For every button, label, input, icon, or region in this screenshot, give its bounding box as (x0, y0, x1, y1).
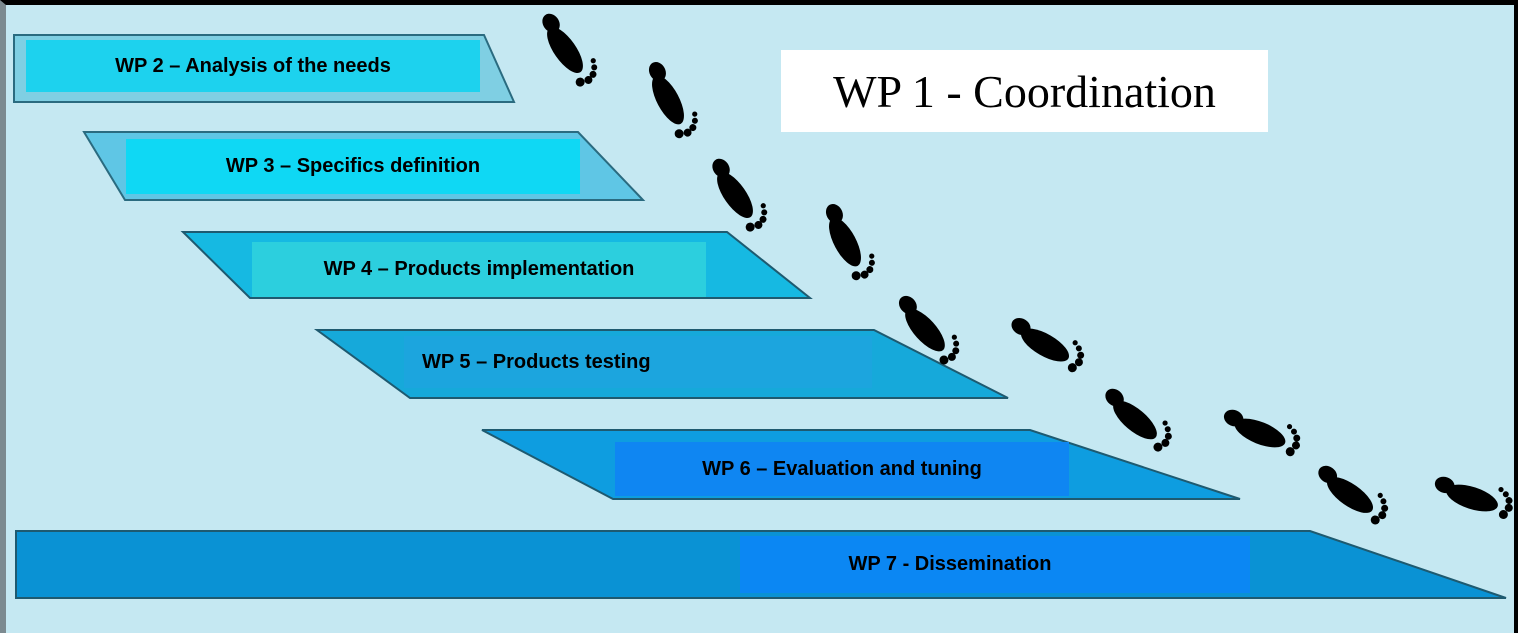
footprint-icon (1310, 456, 1396, 529)
wp4-label: WP 4 – Products implementation (323, 258, 635, 280)
footprint-icon (1430, 466, 1518, 522)
coordination-title: WP 1 - Coordination (833, 65, 1216, 117)
footprint-icon (703, 150, 776, 236)
wp7-label-box (740, 536, 1250, 593)
wp2-label: WP 2 – Analysis of the needs (115, 54, 391, 77)
wp3-label: WP 3 – Specifics definition (225, 155, 481, 177)
footprint-icon (1004, 308, 1092, 376)
footprint-icon (1218, 399, 1307, 459)
footprint-icon (816, 197, 883, 285)
wp7-label: WP 7 - Dissemination (848, 553, 1052, 575)
footprint-icon (1097, 379, 1180, 456)
wp6-label: WP 6 – Evaluation and tuning (702, 457, 982, 480)
wp6-label-box (615, 442, 1069, 496)
wp3-label-box (126, 139, 580, 194)
wp4-label-box (252, 242, 706, 297)
coordination-box: WP 1 - Coordination (781, 50, 1268, 132)
wp5-label-box (404, 336, 872, 388)
footprint-icon (639, 55, 706, 143)
wp5-label: WP 5 – Products testing (422, 350, 651, 373)
footprint-icon (533, 5, 606, 91)
wp2-label-box (26, 40, 480, 92)
